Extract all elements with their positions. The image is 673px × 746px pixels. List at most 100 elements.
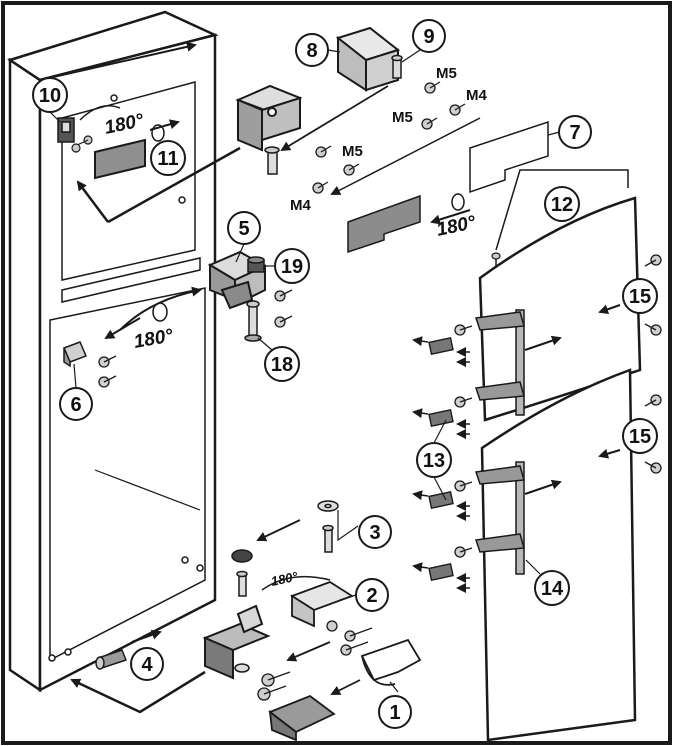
arrow-top-left (76, 180, 109, 223)
svg-text:1: 1 (389, 702, 400, 724)
svg-text:15: 15 (629, 286, 651, 308)
callout-leaders (49, 49, 561, 601)
leader-m4 (339, 117, 481, 191)
callout-19: 19 (274, 248, 310, 284)
callout-5: 5 (227, 211, 261, 245)
bottom-door-handle (475, 461, 525, 575)
svg-text:19: 19 (281, 256, 303, 278)
svg-text:12: 12 (551, 194, 573, 216)
part-13-screws (454, 324, 473, 558)
callout-11: 11 (150, 140, 186, 176)
hinge-washer (234, 663, 250, 673)
arc-top-mark (151, 124, 165, 142)
arrow-top-door-15 (598, 304, 621, 315)
part-8-hinge-cover (335, 26, 401, 92)
part-18-pin (244, 300, 262, 342)
arrow-bottom-door-handle (524, 479, 562, 495)
arrow-top-door-handle (524, 335, 562, 351)
svg-text:18: 18 (271, 354, 293, 376)
callout-10: 10 (32, 77, 68, 113)
svg-text:11: 11 (157, 148, 178, 170)
arrow-top-line (107, 146, 241, 224)
label-m5-mid: M5 (392, 109, 413, 126)
svg-text:14: 14 (541, 578, 564, 600)
callout-14: 14 (534, 570, 570, 606)
angle-label-right: 180° (435, 212, 478, 241)
callout-4: 4 (130, 647, 164, 681)
bottom-hinge (202, 604, 271, 680)
part-10-screw (71, 135, 93, 153)
callout-9: 9 (412, 19, 446, 53)
part-3-parts (231, 500, 339, 597)
label-m4-left: M4 (290, 197, 311, 214)
top-door-handle (475, 309, 525, 416)
part-1-covers (268, 638, 422, 742)
top-hinge-pin (264, 146, 280, 175)
arrow-bottom-screws (286, 641, 331, 662)
svg-text:13: 13 (423, 450, 445, 472)
arrow-m4 (330, 185, 342, 195)
arc-bottom (261, 575, 331, 591)
part-10-latch (57, 117, 75, 143)
svg-text:4: 4 (141, 654, 153, 676)
callout-13: 13 (416, 442, 452, 478)
arrow-bottom-long (70, 670, 206, 714)
screws-mid (312, 145, 360, 194)
callout-6: 6 (59, 387, 93, 421)
svg-text:6: 6 (70, 394, 81, 416)
screws-top-right (421, 81, 466, 130)
screws-part-6 (98, 355, 117, 388)
screws-hinge-5 (274, 289, 293, 328)
leader-3 (337, 510, 359, 542)
svg-text:7: 7 (569, 122, 580, 144)
svg-text:8: 8 (306, 40, 317, 62)
top-edge-arrow (39, 41, 197, 81)
part-13-covers (428, 337, 454, 581)
callout-15-bottom: 15 (622, 418, 658, 454)
arc-mid-mark (152, 302, 168, 322)
svg-text:9: 9 (423, 26, 434, 48)
arrow-11 (149, 119, 180, 131)
part-7-cover-solid (347, 194, 421, 254)
arrow-7 (430, 209, 471, 225)
leader-12 (495, 169, 629, 251)
part-7-cover-outline (469, 120, 549, 194)
callout-7: 7 (558, 115, 592, 149)
svg-text:2: 2 (366, 585, 377, 607)
callout-8: 8 (295, 33, 329, 67)
arc-top (79, 105, 121, 121)
callout-3: 3 (358, 515, 392, 549)
arrow-4 (131, 629, 162, 643)
part-19-cap (247, 256, 265, 273)
label-m4-top: M4 (466, 87, 487, 104)
label-m5-top: M5 (436, 65, 457, 82)
arc-right-mark (451, 193, 465, 211)
arrow-9 (280, 85, 389, 152)
svg-text:10: 10 (39, 85, 61, 107)
top-hinge (235, 84, 303, 152)
arrow-3 (256, 519, 301, 542)
callout-12: 12 (544, 186, 580, 222)
arrow-1 (330, 679, 361, 695)
fridge-cabinet (7, 10, 219, 693)
svg-text:15: 15 (629, 426, 651, 448)
cabinet-shading (94, 469, 201, 511)
cabinet-holes (48, 94, 204, 662)
leader-1 (389, 681, 399, 693)
svg-text:3: 3 (369, 522, 380, 544)
callout-2: 2 (355, 578, 389, 612)
screws-top-door-right (644, 254, 662, 336)
part-2-bracket (289, 581, 355, 628)
part-9-pin (391, 54, 403, 79)
part-11-cover (94, 138, 146, 180)
part-13-arrows (412, 336, 470, 593)
label-m5-left: M5 (342, 143, 363, 160)
angle-label-bottom: 180° (270, 569, 300, 589)
screws-bottom-door-right (644, 394, 662, 474)
part-4-plug (95, 649, 127, 670)
top-door-pin (491, 252, 501, 260)
bottom-door (480, 368, 637, 742)
callout-15-top: 15 (622, 278, 658, 314)
